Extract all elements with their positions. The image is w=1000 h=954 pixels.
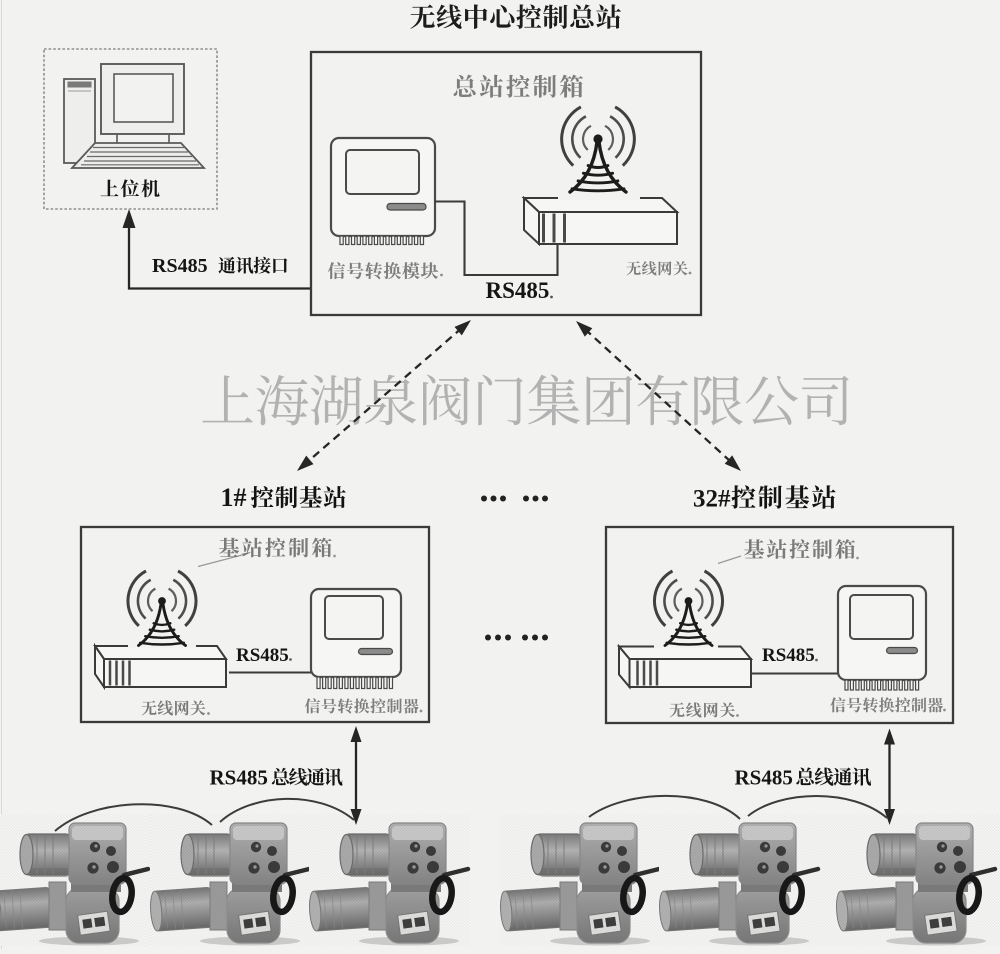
svg-text:RS485: RS485 <box>152 255 208 277</box>
svg-text:RS485: RS485 <box>236 645 289 666</box>
svg-text:RS485: RS485 <box>735 766 793 790</box>
svg-text:RS485: RS485 <box>210 766 268 790</box>
svg-text:RS485: RS485 <box>486 278 550 303</box>
svg-text:32#: 32# <box>693 486 731 513</box>
svg-text:RS485: RS485 <box>762 645 815 666</box>
svg-text:1#: 1# <box>221 483 247 512</box>
